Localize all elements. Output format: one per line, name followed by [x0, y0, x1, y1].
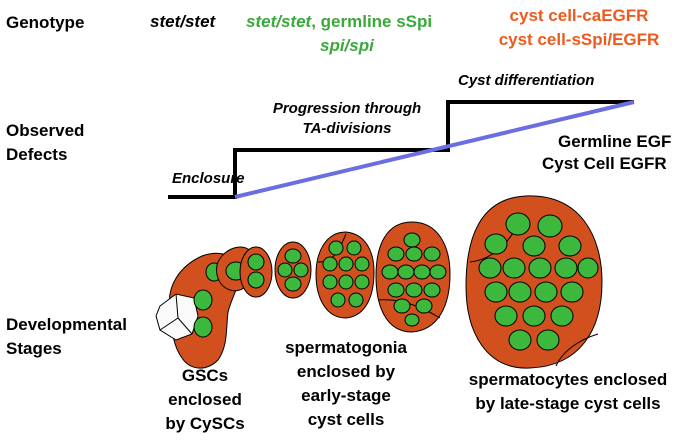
row-label-developmental: Developmental	[6, 315, 127, 334]
cyst-6	[465, 195, 603, 369]
defect-progression-2: TA-divisions	[302, 120, 392, 137]
cyst-2	[239, 246, 273, 298]
stage-sg-2: enclosed by	[296, 362, 396, 381]
germ-cluster	[381, 232, 447, 327]
cyst-cell-boundary	[555, 333, 599, 367]
genotype-orange-line1: cyst cell-caEGFR	[509, 6, 649, 25]
stage-sg-1: spermatogonia	[285, 338, 407, 357]
germ-cluster	[322, 240, 370, 308]
defect-cyst-differentiation: Cyst differentiation	[458, 72, 595, 89]
row-label-stages: Stages	[6, 339, 62, 358]
row-label-genotype: Genotype	[6, 13, 85, 32]
defect-step-line	[168, 100, 634, 199]
cyst-3	[274, 241, 312, 299]
germ-cell	[293, 262, 309, 278]
cyst-cell-boundary	[317, 233, 347, 263]
genotype-orange-line2: cyst cell-sSpi/EGFR	[498, 30, 660, 49]
row-label-observed: Observed	[6, 121, 85, 140]
germ-cell	[284, 276, 302, 292]
cyst-cell	[465, 195, 603, 369]
defect-enclosure: Enclosure	[172, 170, 245, 187]
germ-cell	[247, 271, 265, 289]
defect-progression-1: Progression through	[272, 100, 422, 117]
cyst-4	[315, 231, 375, 319]
genotype-green-stet: stet/stet	[246, 12, 312, 31]
genotype-green-line1: stet/stet, germline sSpi	[246, 12, 432, 32]
stage-gsc-2: enclosed	[168, 390, 242, 409]
genotype-green-comma: ,	[311, 12, 316, 31]
gsc-germ-cell	[193, 289, 213, 311]
signal-germline-egf: Germline EGF	[558, 132, 672, 151]
stage-sg-3: early-stage	[301, 386, 391, 405]
stage-gsc-1: GSCs	[181, 366, 229, 385]
signal-gradient-line	[234, 100, 635, 199]
row-label-defects: Defects	[6, 145, 68, 164]
germ-cell	[277, 262, 293, 278]
stage-gsc-3: by CySCs	[165, 414, 245, 433]
signal-cyst-cell-egfr: Cyst Cell EGFR	[542, 154, 667, 173]
germ-cell	[247, 253, 265, 271]
stage-sc-1: spermatocytes enclosed	[468, 370, 668, 389]
stage-sc-2: by late-stage cyst cells	[475, 394, 661, 413]
cyst-cell	[274, 241, 312, 299]
genotype-stet-stet: stet/stet	[150, 12, 216, 31]
stage-sg-4: cyst cells	[307, 410, 385, 429]
germ-cell	[284, 248, 302, 264]
hub-cell-divider	[159, 293, 193, 335]
genotype-green-sspi: germline sSpi	[315, 12, 433, 31]
genotype-green-line2: spi/spi	[320, 36, 374, 55]
gsc-germ-cell	[193, 316, 213, 338]
cyst-5	[375, 221, 451, 333]
germ-cluster	[478, 212, 599, 351]
